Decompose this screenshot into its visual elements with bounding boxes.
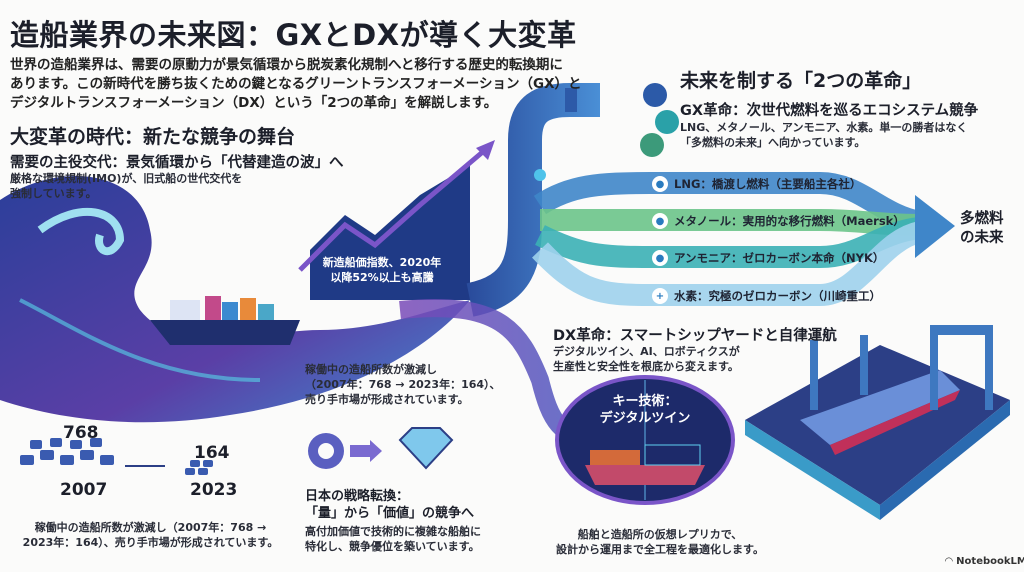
- smart-shipyard-illustration: [745, 325, 1010, 520]
- brand-text: NotebookLM: [956, 556, 1024, 567]
- future-heading: 未来を制する「2つの革命」: [680, 70, 922, 92]
- strategy-body: 高付加価値で技術的に複雑な船舶に 特化し、競争優位を築いています。: [305, 524, 481, 554]
- text-line: 売り手市場が形成されています。: [305, 393, 469, 406]
- era-body: 厳格な環境規制(IMO)が、旧式船の世代交代を 強制しています。: [10, 171, 242, 201]
- count-2023: 164: [194, 443, 230, 463]
- container-ship-icon: [150, 296, 300, 345]
- gear-icon: [308, 433, 344, 469]
- year-2023: 2023: [190, 480, 238, 500]
- text-line: 「多燃料の未来」へ向かっています。: [680, 136, 866, 149]
- droplet-icon: ●: [652, 176, 668, 192]
- key-tech-label: キー技術： デジタルツイン: [580, 393, 710, 427]
- fuel-label: メタノール：実用的な移行燃料（Maersk）: [674, 214, 905, 228]
- wave-illustration: [0, 176, 470, 423]
- notebooklm-logo-icon: ◠: [945, 556, 957, 567]
- count-2007: 768: [63, 423, 99, 443]
- droplet-icon: ●: [652, 213, 668, 229]
- text-line: 以降52%以上も高騰: [330, 271, 434, 284]
- era-subheading: 需要の主役交代：景気循環から「代替建造の波」へ: [10, 155, 344, 171]
- dx-heading: DX革命：スマートシップヤードと自律運航: [553, 328, 837, 344]
- text-line: キー技術：: [612, 394, 678, 409]
- text-line: 新造船価指数、2020年: [322, 256, 442, 269]
- text-line: 船舶と造船所の仮想レプリカで、: [577, 528, 743, 541]
- page-title: 造船業界の未来図：GXとDXが導く大変革: [10, 18, 577, 52]
- fuel-flow-bands: [532, 172, 955, 306]
- count-caption: 稼働中の造船所数が激減し（2007年：768 → 2023年：164）、売り手市…: [8, 520, 293, 550]
- intro-line: デジタルトランスフォーメーション（DX）という「2つの革命」を解説します。: [10, 95, 498, 111]
- gx-heading: GX革命：次世代燃料を巡るエコシステム競争: [680, 103, 979, 119]
- chart-label: 新造船価指数、2020年 以降52%以上も高騰: [312, 255, 452, 285]
- fuel-label: 水素：究極のゼロカーボン（川崎重工）: [674, 289, 881, 303]
- text-line: 特化し、競争優位を築いています。: [305, 540, 480, 553]
- twin-caption: 船舶と造船所の仮想レプリカで、 設計から運用まで全工程を最適化します。: [540, 527, 780, 557]
- intro-line: あります。この新時代を勝ち抜くための鍵となるグリーントランスフォーメーション（G…: [10, 76, 582, 92]
- text-line: （2007年：768 → 2023年：164）、: [305, 378, 501, 391]
- droplet-icon: ●: [652, 250, 668, 266]
- intro-line: 世界の造船業界は、需要の原動力が景気循環から脱炭素化規制へと移行する歴史的転換期…: [10, 57, 563, 73]
- text-line: デジタルツイン: [599, 411, 691, 426]
- text-line: 高付加価値で技術的に複雑な船舶に: [305, 525, 481, 538]
- shipyards-2023-icon: [185, 460, 213, 475]
- text-line: 2023年：164）、売り手市場が形成されています。: [22, 536, 279, 549]
- price-index-chart: [298, 140, 495, 300]
- diamond-icon: [398, 427, 454, 470]
- fuel-methanol: ● メタノール：実用的な移行燃料（Maersk）: [652, 213, 905, 229]
- text-line: 生産性と安全性を根底から変えます。: [553, 360, 739, 373]
- text-line: 日本の戦略転換：: [305, 489, 410, 504]
- text-line: LNG、メタノール、アンモニア、水素。単一の勝者はなく: [680, 121, 968, 134]
- fuel-label: LNG：橋渡し燃料（主要船主各社）: [674, 177, 862, 191]
- fuel-label: アンモニア：ゼロカーボン本命（NYK）: [674, 251, 885, 265]
- text-line: デジタルツイン、AI、ロボティクスが: [553, 345, 740, 358]
- shipyard-note: 稼働中の造船所数が激減し （2007年：768 → 2023年：164）、 売り…: [305, 362, 501, 407]
- text-line: 稼働中の造船所数が激減し（2007年：768 →: [34, 521, 267, 534]
- era-heading: 大変革の時代：新たな競争の舞台: [10, 126, 296, 148]
- pipe-illustration: [465, 83, 600, 317]
- fuel-lng: ● LNG：橋渡し燃料（主要船主各社）: [652, 176, 861, 192]
- intro-text: 世界の造船業界は、需要の原動力が景気循環から脱炭素化規制へと移行する歴史的転換期…: [10, 56, 581, 113]
- text-line: 強制しています。: [10, 187, 97, 200]
- text-line: 「量」から「価値」の競争へ: [305, 506, 475, 521]
- text-line: の未来: [960, 230, 1004, 246]
- text-line: 設計から運用まで全工程を最適化します。: [556, 543, 764, 556]
- multi-fuel-future: 多燃料 の未来: [960, 210, 1004, 248]
- dx-body: デジタルツイン、AI、ロボティクスが 生産性と安全性を根底から変えます。: [553, 344, 740, 374]
- fuel-hydrogen: + 水素：究極のゼロカーボン（川崎重工）: [652, 288, 881, 304]
- text-line: 厳格な環境規制(IMO)が、旧式船の世代交代を: [10, 172, 243, 185]
- gx-body: LNG、メタノール、アンモニア、水素。単一の勝者はなく 「多燃料の未来」へ向かっ…: [680, 120, 967, 150]
- strategy-heading: 日本の戦略転換： 「量」から「価値」の競争へ: [305, 488, 474, 522]
- brand-watermark: ◠ NotebookLM: [945, 556, 1024, 567]
- year-2007: 2007: [60, 480, 108, 500]
- shipyards-2007-icon: [20, 438, 114, 465]
- text-line: 稼働中の造船所数が激減し: [305, 363, 437, 376]
- digital-twin-illustration: [555, 375, 735, 505]
- text-line: 多燃料: [960, 211, 1004, 227]
- arrow-right-icon: [350, 440, 382, 462]
- fuel-ammonia: ● アンモニア：ゼロカーボン本命（NYK）: [652, 250, 884, 266]
- plus-icon: +: [652, 288, 668, 304]
